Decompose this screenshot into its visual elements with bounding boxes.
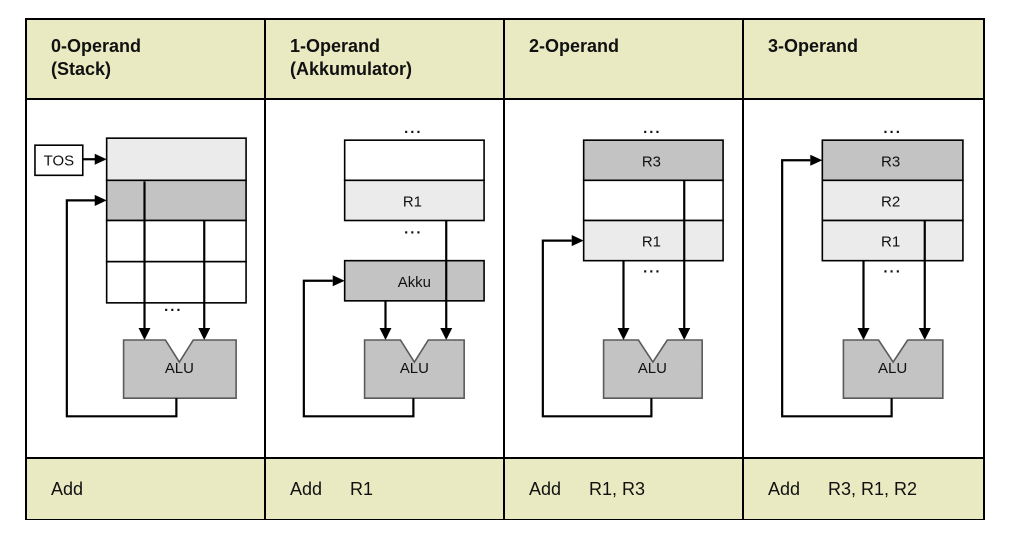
akku-arrowhead-icon xyxy=(379,327,392,340)
regfile-ellipsis-top: ... xyxy=(883,120,902,137)
regfile-ellipsis-bottom: ... xyxy=(883,260,902,277)
alu-box xyxy=(842,339,944,400)
header-title: 1-Operand xyxy=(290,36,381,56)
operand-r1-arrowhead-icon xyxy=(617,327,630,340)
instruction-cell-3-operand: Add R3, R1, R2 xyxy=(744,457,983,520)
three-operand-diagram: ... R3 R2 R1 ... ALU xyxy=(781,120,964,418)
instruction-cell-stack: Add xyxy=(27,457,266,520)
operand-r2-arrowhead-icon xyxy=(918,327,931,340)
diagram-cell-3-operand: ... R3 R2 R1 ... ALU xyxy=(744,100,983,458)
operand-architecture-table: 0-Operand (Stack) 1-Operand (Akkumulator… xyxy=(25,18,985,520)
instruction-cell-akkumulator: Add R1 xyxy=(266,457,505,520)
register-r3-label: R3 xyxy=(881,153,900,170)
diagram-cell-stack: TOS ... ALU xyxy=(27,100,266,458)
instruction-operands: R1, R3 xyxy=(589,478,646,499)
register-r1-label: R1 xyxy=(881,234,900,251)
tos-arrowhead-icon xyxy=(94,153,107,165)
instruction-mnemonic: Add xyxy=(51,478,84,499)
alu-box xyxy=(363,339,465,400)
diagram-cell-2-operand: ... R3 R1 ... ALU xyxy=(505,100,744,458)
alu-box xyxy=(602,339,703,400)
header-title: 0-Operand xyxy=(51,36,142,56)
stack-cell-4 xyxy=(105,260,247,304)
stack-cell-second xyxy=(105,179,247,222)
register-cell-r1 xyxy=(582,219,724,262)
register-r2-label: R2 xyxy=(881,193,900,210)
regfile-ellipsis-bottom: ... xyxy=(404,221,422,238)
instruction-mnemonic: Add xyxy=(768,478,801,499)
operand-r3-arrowhead-icon xyxy=(678,327,691,340)
operand-r1-arrowhead-icon xyxy=(440,327,453,340)
register-cell-empty xyxy=(582,179,724,222)
instruction-operands: R3, R1, R2 xyxy=(828,478,918,499)
register-cell-r1 xyxy=(821,219,964,262)
header-title: 2-Operand xyxy=(529,36,620,56)
alu-label: ALU xyxy=(165,360,194,377)
alu-label: ALU xyxy=(638,360,667,377)
tos-box xyxy=(34,144,84,177)
result-feedback-wire xyxy=(781,159,893,418)
header-cell-2-operand: 2-Operand xyxy=(505,20,744,100)
register-r1-label: R1 xyxy=(403,193,422,210)
stack-ellipsis: ... xyxy=(164,298,182,315)
result-feedback-wire xyxy=(541,239,653,418)
alu-label: ALU xyxy=(400,360,429,377)
instruction-mnemonic: Add xyxy=(529,478,562,499)
instruction-operands: R1 xyxy=(350,478,374,499)
register-cell-r3 xyxy=(582,139,724,182)
register-cell-empty xyxy=(343,139,485,182)
instruction-mnemonic: Add xyxy=(290,478,323,499)
operand-r1-arrowhead-icon xyxy=(857,327,870,340)
register-cell-r2 xyxy=(821,179,964,222)
header-cell-1-operand: 1-Operand (Akkumulator) xyxy=(266,20,505,100)
result-arrowhead-icon xyxy=(332,275,345,287)
diagram-cell-akkumulator: ... R1 ... Akku ALU xyxy=(266,100,505,458)
regfile-ellipsis-bottom: ... xyxy=(643,260,661,277)
register-cell-r3 xyxy=(821,139,964,182)
tos-label: TOS xyxy=(44,152,74,169)
register-r1-label: R1 xyxy=(642,234,661,251)
result-feedback-wire xyxy=(65,199,178,418)
alu-box xyxy=(122,339,237,400)
result-arrowhead-icon xyxy=(571,235,584,247)
operand2-arrowhead-icon xyxy=(198,327,211,340)
header-title: 3-Operand xyxy=(768,36,859,56)
header-cell-0-operand: 0-Operand (Stack) xyxy=(27,20,266,100)
regfile-ellipsis-top: ... xyxy=(643,120,661,137)
stack-diagram: TOS ... ALU xyxy=(34,137,247,418)
alu-label: ALU xyxy=(878,360,907,377)
result-arrowhead-icon xyxy=(810,154,823,166)
stack-cell-top xyxy=(105,137,247,182)
operand1-arrowhead-icon xyxy=(138,327,151,340)
regfile-ellipsis-top: ... xyxy=(404,120,422,137)
akku-label: Akku xyxy=(398,274,431,291)
header-subtitle: (Akkumulator) xyxy=(290,59,413,79)
register-r3-label: R3 xyxy=(642,153,661,170)
instruction-cell-2-operand: Add R1, R3 xyxy=(505,457,744,520)
stack-cell-3 xyxy=(105,219,247,263)
result-arrowhead-icon xyxy=(94,194,107,206)
register-cell-r1 xyxy=(343,179,485,222)
result-feedback-wire xyxy=(302,279,415,418)
header-cell-3-operand: 3-Operand xyxy=(744,20,983,100)
akkumulator-diagram: ... R1 ... Akku ALU xyxy=(302,120,485,418)
header-subtitle: (Stack) xyxy=(51,59,112,79)
akku-box xyxy=(343,259,485,302)
two-operand-diagram: ... R3 R1 ... ALU xyxy=(541,120,724,418)
